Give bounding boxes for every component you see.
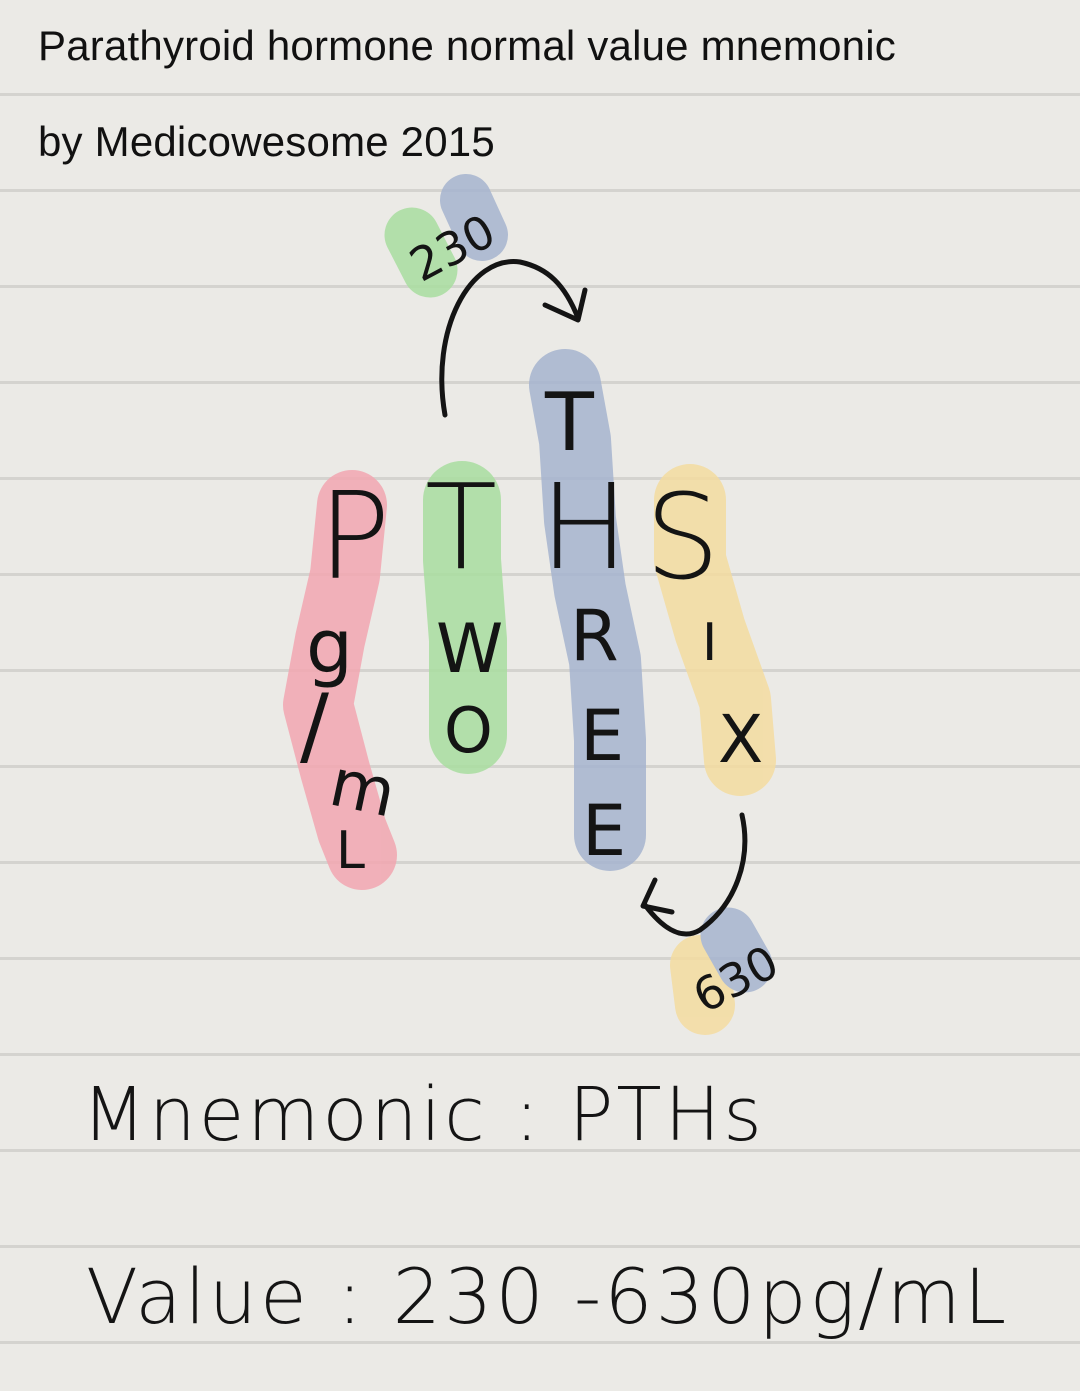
value-summary: Value : 230 -630pg/mL (86, 1252, 1010, 1341)
two-letter-w: W (436, 610, 503, 689)
acronym-letter-p: P (318, 468, 390, 607)
mnemonic-summary: Mnemonic : PTHs (82, 1072, 765, 1158)
yellow-highlight (654, 464, 776, 796)
acronym-letter-s: S (645, 468, 720, 606)
three-letter-e-2: E (582, 790, 626, 872)
page-title: Parathyroid hormone normal value mnemoni… (38, 22, 896, 69)
arrow-bottom (640, 812, 748, 937)
arrow-top (439, 259, 588, 418)
unit-letter-m: m (323, 744, 402, 833)
three-letter-t: T (544, 376, 595, 469)
three-letter-e-1: E (580, 695, 624, 777)
green-highlight (423, 461, 507, 774)
six-letter-i: I (702, 613, 717, 673)
highlight-layer (283, 174, 776, 1035)
two-letter-o: O (444, 694, 493, 767)
blue-highlight-number-top (440, 174, 508, 261)
page-subtitle: by Medicowesome 2015 (38, 118, 495, 165)
blue-highlight-number-bottom (700, 907, 773, 993)
yellow-highlight-number (670, 935, 735, 1035)
unit-letter-l: L (336, 821, 365, 881)
green-highlight-number (384, 207, 458, 298)
acronym-letter-h: H (540, 458, 629, 596)
acronym-letter-t: T (425, 458, 497, 596)
unit-letter-g: g (306, 604, 353, 690)
six-letter-x: X (718, 701, 763, 778)
red-highlight (283, 470, 397, 890)
blue-highlight (529, 349, 646, 871)
unit-slash: / (300, 676, 329, 776)
three-letter-r: R (570, 595, 619, 677)
